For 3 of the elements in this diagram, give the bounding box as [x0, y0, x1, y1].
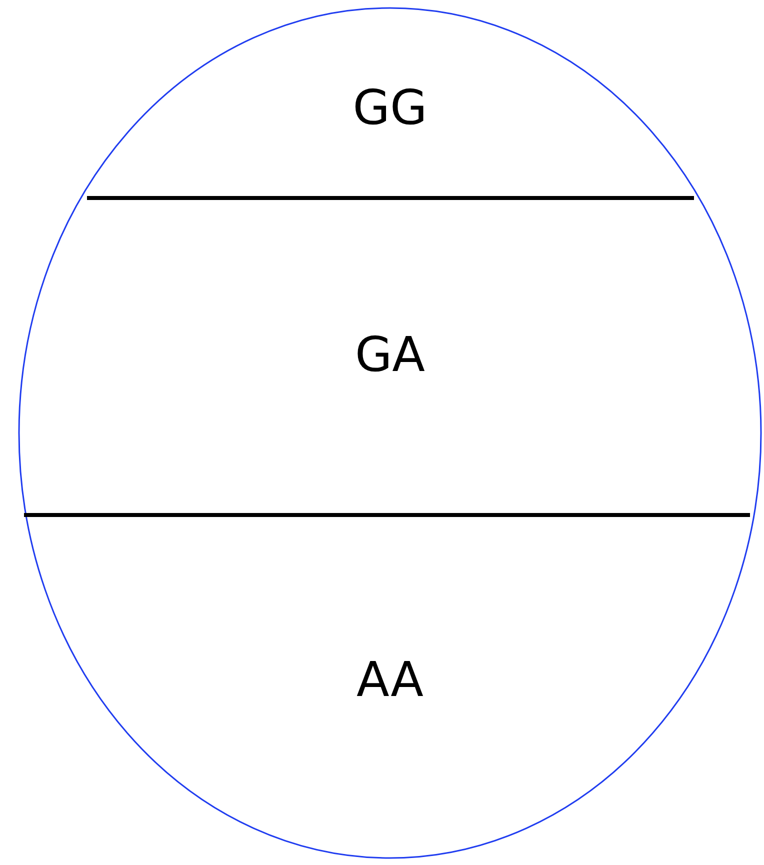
band-label: AA	[356, 656, 424, 704]
band-label: GG	[352, 84, 428, 132]
band-label: GA	[354, 331, 426, 379]
